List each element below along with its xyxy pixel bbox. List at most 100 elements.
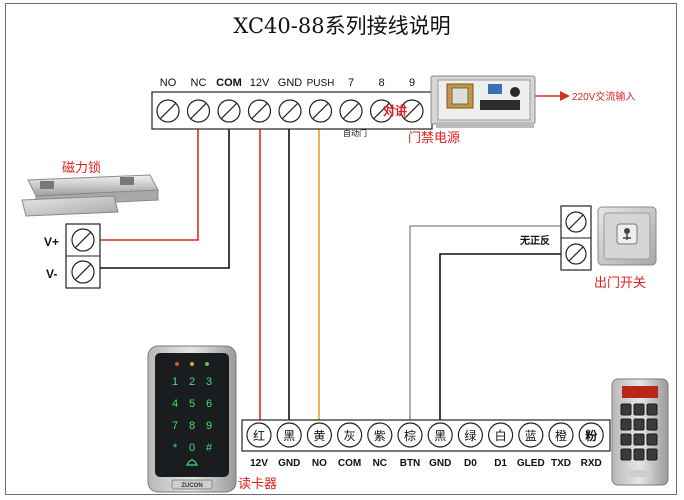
reader-wire-color: 白 [495,428,507,443]
reader-terminal-slot: 粉 [578,422,604,448]
reader-terminal-slot: 红 [246,422,272,448]
top-terminal-label: 9 [409,77,415,89]
exit-button-image [597,206,657,266]
reader-wire-color: 粉 [585,428,597,443]
reader-pin-label: TXD [551,458,571,469]
maglock-image [21,174,159,217]
reader-pin-label: NC [373,458,387,469]
bell-icon [186,459,198,466]
keypad-button [620,433,632,446]
top-terminal-label: NO [160,77,177,89]
top-terminal-screw [186,99,211,123]
reader-key: 8 [189,420,195,432]
reader-wire-color: 橙 [555,428,567,443]
top-terminal-screw [400,99,424,123]
reader-terminal-slot: 黑 [276,422,302,448]
exit-button-screw [565,211,587,233]
reader-key: # [206,442,213,454]
reader-label: 读卡器 [238,476,277,491]
wire-com-to-maglock-vplus [99,113,199,241]
reader-pin-label: COM [338,458,361,469]
power-supply-label: 门禁电源 [408,130,460,145]
reader-wire-color: 黄 [313,429,325,443]
top-terminal-screw [217,99,241,123]
reader-key: 9 [206,420,212,432]
reader-wire-color: 紫 [374,429,386,443]
maglock-terminal-block [65,223,101,289]
diagram-frame [5,3,677,495]
reader-led [205,362,209,366]
top-terminal-screw [339,99,363,123]
top-terminal-screw [156,99,180,123]
reader-key: 1 [172,376,178,388]
top-terminal-screw [247,99,272,123]
reader-wire-color: 绿 [464,428,476,443]
reader-wire-color: 灰 [344,429,356,443]
keypad-button [646,448,658,461]
top-terminal-label: 7 [348,77,354,89]
keypad-button [633,448,645,461]
wire-gnd-to-exit-button [439,253,562,426]
reader-terminal-slot: 灰 [337,422,363,448]
auto-door-label: 自动门 [343,128,367,138]
top-terminal-screw [308,99,333,123]
page-title: XC40-88系列接线说明 [233,14,450,38]
reader-key: 4 [172,398,178,410]
reader-brand: ZUCON [181,483,202,489]
reader-terminal-slot: 绿 [457,422,483,448]
maglock-label: 磁力锁 [62,160,101,175]
reader-pin-label: D0 [464,458,477,469]
reader-key: 6 [206,398,212,410]
power-supply-image [430,75,536,128]
reader-wire-color: 红 [253,428,265,443]
keypad-button [633,433,645,446]
keypad-button [646,418,658,431]
top-terminal-label: GND [278,77,303,89]
keypad-button [646,433,658,446]
reader-pin-label: GLED [517,458,545,469]
top-terminal-screw [369,99,394,123]
reader-led [190,362,194,366]
keypad-button [633,403,645,416]
reader-wire-color: 黑 [283,429,295,443]
reader-key: 5 [189,398,195,410]
reader-pin-label: RXD [581,458,602,469]
reader-key: 2 [189,376,195,388]
reader-key: 0 [189,442,195,454]
maglock-vminus-label: V- [46,267,57,281]
reader-wire-color: 棕 [404,428,416,443]
exit-button-terminal-block [560,205,592,271]
keypad-button [620,403,632,416]
intercom-label: 对讲 [383,103,407,118]
reader-terminal-slot: 白 [488,422,514,448]
wires [99,91,570,426]
reader-pin-label: NO [312,458,327,469]
top-terminal-label: 12V [250,77,270,89]
maglock-vplus-label: V+ [44,235,59,249]
reader-pin-label: GND [429,458,451,469]
keypad-button [620,418,632,431]
keypad-button [620,448,632,461]
top-terminal-label: COM [216,77,242,89]
reader-key: 7 [172,420,178,432]
reader-pin-label: BTN [400,458,421,469]
reader-pin-label: 12V [250,458,268,469]
reader-terminal-slot: 黑 [427,422,453,448]
reader-wire-color: 黑 [434,429,446,443]
wire-no-to-maglock-vminus [99,113,230,269]
reader-key: * [173,442,178,454]
power-arrow [560,91,570,101]
reader-key: 3 [206,376,212,388]
top-terminal-screw [278,99,302,123]
keypad-button [646,403,658,416]
keypad-reader-image [611,378,669,486]
wire-btn-to-exit-button [409,225,562,426]
exit-button-note: 无正反 [519,234,550,247]
exit-button-label: 出门开关 [594,275,646,290]
reader-wire-color: 蓝 [525,429,537,443]
